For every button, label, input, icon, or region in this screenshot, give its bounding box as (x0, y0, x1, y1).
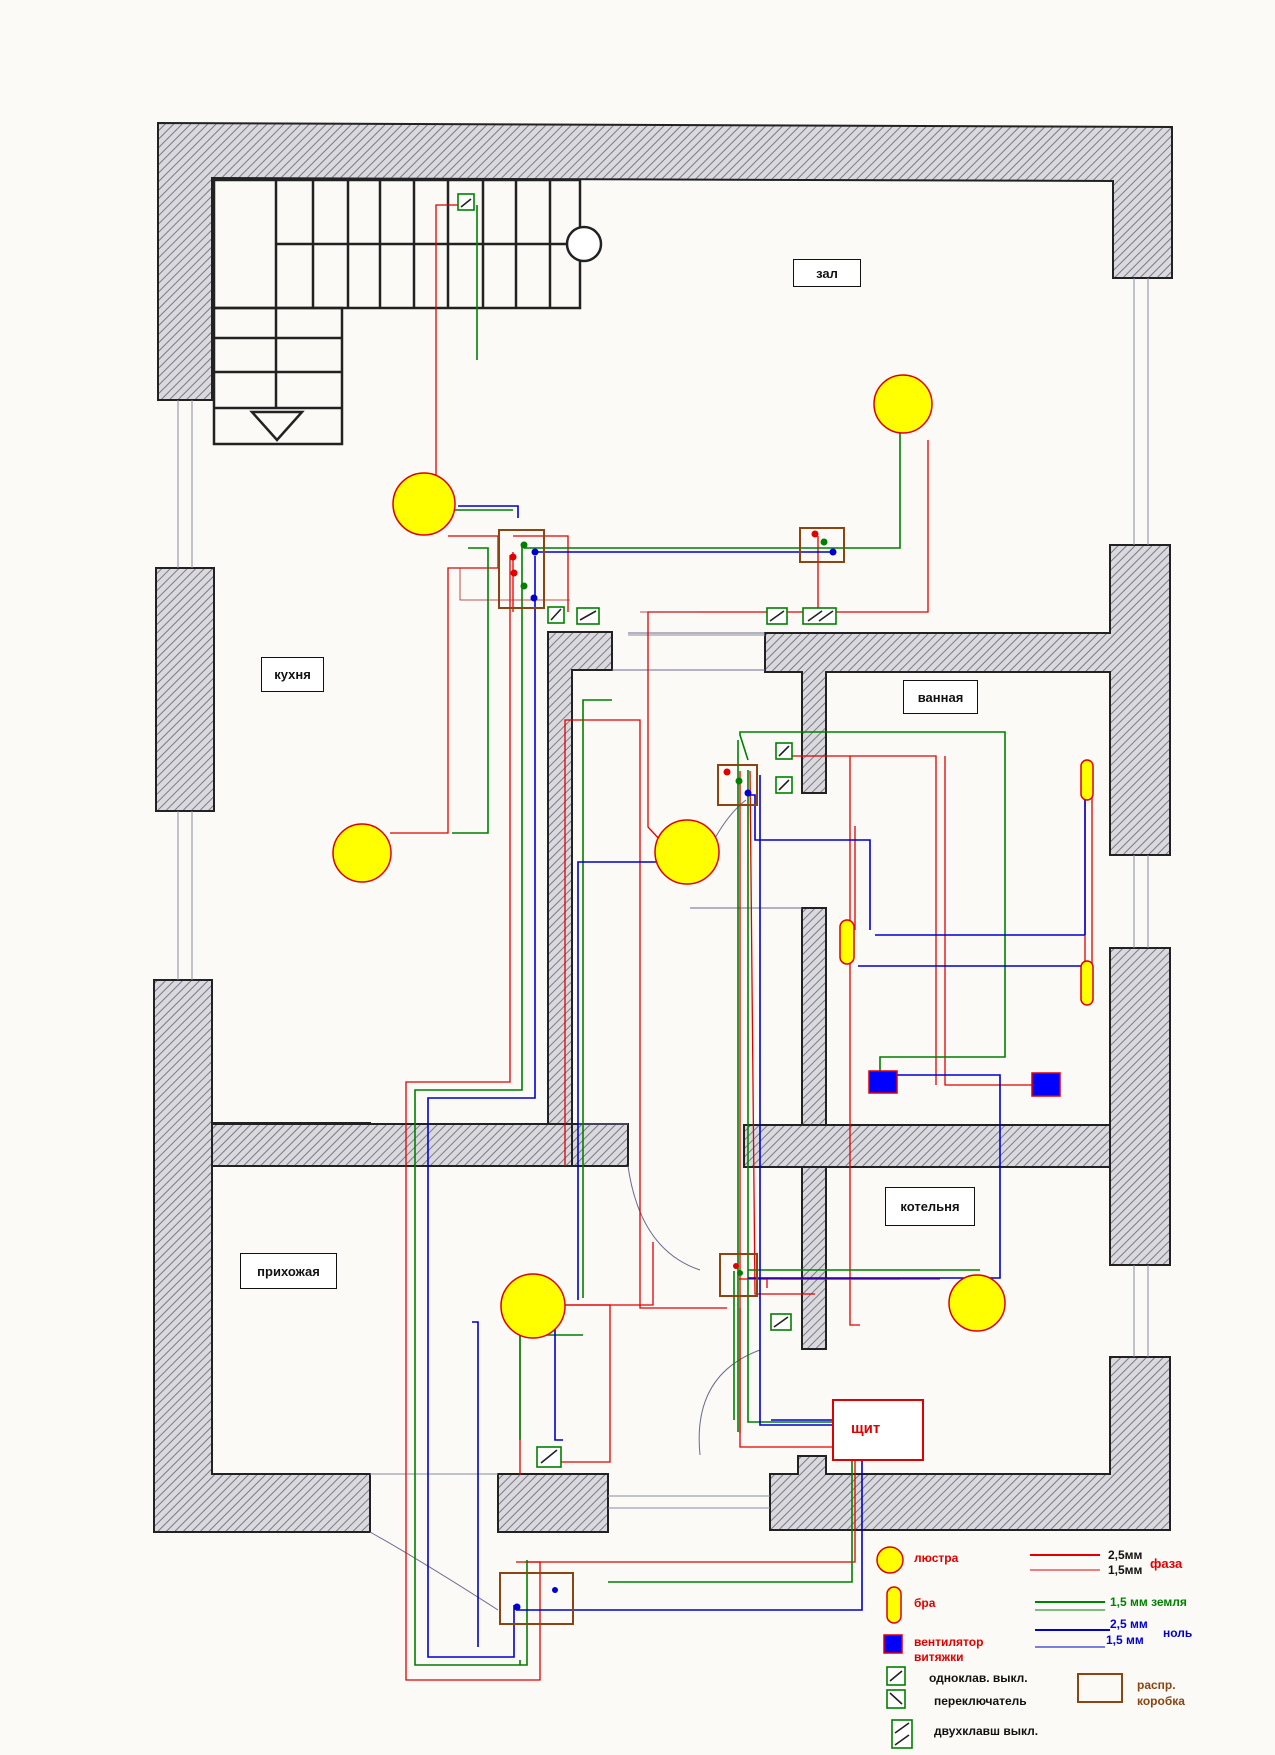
junction-box-icon (719, 1253, 758, 1297)
switch-icon (775, 742, 793, 760)
fan-icon (883, 1634, 903, 1654)
chandeliers (332, 374, 1006, 1339)
legend-fan-line1: вентилятор (914, 1635, 984, 1649)
electrical-panel (832, 1399, 924, 1461)
walls (153, 121, 1173, 1533)
windows (177, 278, 1149, 1509)
room-label-kukhnya: кухня (261, 657, 324, 692)
junction-box-icon (498, 529, 545, 609)
legend-neutral-25: 2,5 мм (1110, 1617, 1148, 1631)
legend-single-switch: одноклав. выкл. (929, 1671, 1028, 1685)
legend-wire-25: 2,5мм (1108, 1548, 1143, 1562)
switch-icon (770, 1313, 792, 1331)
legend-shapes (876, 1546, 1123, 1749)
legend-fan-line2: витяжки (914, 1650, 964, 1664)
legend-junction-box-line2: коробка (1137, 1694, 1185, 1708)
legend-neutral-15: 1,5 мм (1106, 1633, 1144, 1647)
chandelier-icon (654, 819, 720, 885)
chandelier-icon (948, 1274, 1006, 1332)
junction-dots (509, 530, 819, 1269)
sconces (839, 759, 1094, 1006)
switch-icon (886, 1666, 906, 1686)
legend-junction-box-line1: распр. (1137, 1678, 1176, 1692)
chandelier-icon (873, 374, 933, 434)
junction-dots-green (520, 538, 828, 1276)
switch-icon (547, 606, 565, 624)
room-label-prikhozhaya: прихожая (240, 1253, 337, 1289)
junction-box-icon (1077, 1673, 1123, 1703)
legend-neutral: ноль (1163, 1626, 1193, 1640)
legend-sconce: бра (914, 1596, 936, 1610)
junction-dots-blue (513, 548, 837, 1611)
switch-icon (457, 193, 475, 211)
chandelier-icon (876, 1546, 904, 1574)
thin-wires (448, 567, 700, 613)
legend-chandelier: люстра (914, 1551, 959, 1565)
sconce-icon (1080, 960, 1094, 1006)
sconce-icon (839, 919, 855, 965)
switch-icon (886, 1689, 906, 1709)
exhaust-fans (868, 1070, 1061, 1097)
legend-wire-15: 1,5мм (1108, 1563, 1143, 1577)
junction-boxes (498, 527, 845, 1625)
chandelier-icon (392, 472, 456, 536)
switch-icon (536, 1446, 562, 1468)
ground-wires (414, 205, 1006, 1666)
sconce-icon (1080, 759, 1094, 801)
junction-box-icon (499, 1572, 574, 1625)
chandelier-icon (332, 823, 392, 883)
junction-box-icon (799, 527, 845, 563)
room-label-zal: зал (793, 259, 861, 287)
staircase (212, 178, 603, 446)
sconce-icon (886, 1586, 902, 1624)
switch-icon (775, 776, 793, 794)
legend-phase: фаза (1150, 1556, 1183, 1571)
switch-icon (891, 1719, 913, 1749)
junction-box-icon (717, 764, 758, 806)
switch-icon (576, 607, 600, 625)
switch-icon (766, 607, 788, 625)
legend-toggle-switch: переключатель (934, 1694, 1027, 1708)
fan-icon (1031, 1072, 1061, 1097)
legend-double-switch: двухклавш выкл. (934, 1724, 1039, 1738)
phase-wires (390, 204, 1093, 1681)
chandelier-icon (500, 1273, 566, 1339)
fan-icon (868, 1070, 898, 1094)
panel-label: щит (851, 1420, 881, 1437)
switch-icon (802, 607, 837, 625)
legend-ground: 1,5 мм земля (1110, 1595, 1187, 1609)
room-label-kotelnaya: котельня (885, 1187, 975, 1226)
room-label-vannaya: ванная (903, 680, 978, 714)
switches (457, 193, 837, 1468)
